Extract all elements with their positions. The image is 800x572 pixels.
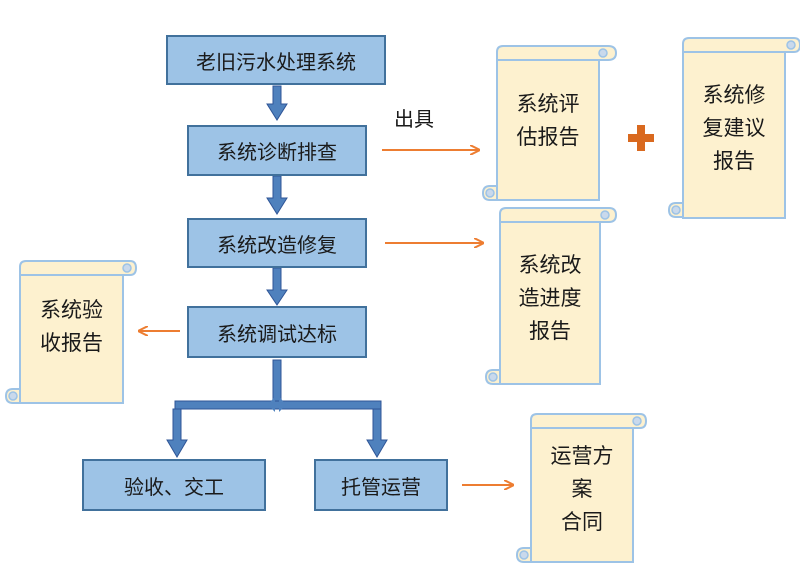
step-label: 老旧污水处理系统: [196, 49, 356, 74]
scroll-evaluation-report: [481, 45, 618, 201]
scroll-acceptance-report: [4, 260, 138, 404]
step-label: 系统改造修复: [217, 232, 337, 257]
step-label: 托管运营: [341, 474, 421, 499]
acceptance-report-text: 系统验 收报告: [40, 298, 103, 355]
repair-proposal-report-text: 系统修 复建议 报告: [702, 82, 766, 173]
step-label: 系统调试达标: [217, 321, 337, 346]
down-arrow-icon: [266, 175, 288, 215]
step-managed-operation: 托管运营: [314, 459, 448, 511]
scroll-progress-report: [484, 207, 618, 385]
scroll-repair-proposal-report: [667, 37, 800, 219]
progress-report-text: 系统改 造进度 报告: [518, 252, 582, 343]
evaluation-report-text: 系统评 估报告: [516, 92, 580, 149]
plus-icon: [628, 125, 654, 151]
step-old-wastewater-system: 老旧污水处理系统: [166, 35, 386, 85]
step-system-debugging: 系统调试达标: [187, 306, 367, 358]
down-arrow-icon: [266, 85, 288, 121]
step-system-repair: 系统改造修复: [187, 218, 367, 268]
down-arrow-icon: [266, 267, 288, 306]
branch-connector: [166, 359, 388, 458]
step-label: 验收、交工: [124, 474, 224, 499]
scroll-operation-contract: [515, 413, 648, 563]
step-system-diagnosis: 系统诊断排查: [187, 125, 367, 176]
step-label: 系统诊断排查: [217, 140, 337, 164]
operation-contract-text: 运营方 案 合同: [550, 443, 614, 534]
step-acceptance-handover: 验收、交工: [82, 459, 266, 511]
output-label: 出具: [394, 107, 434, 131]
